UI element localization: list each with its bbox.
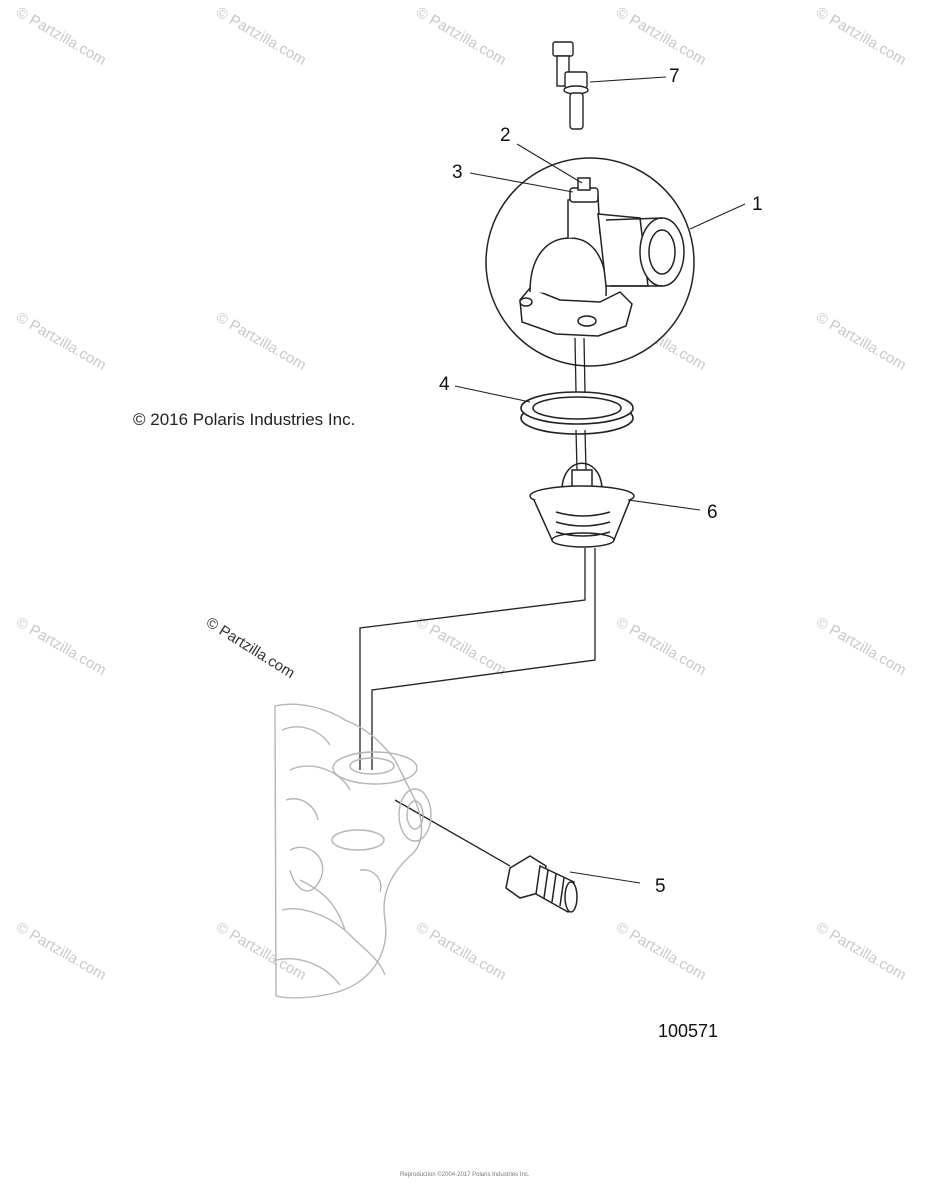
- watermark: © Partzilla.com: [413, 614, 509, 679]
- watermark: © Partzilla.com: [213, 309, 309, 374]
- part-1-thermostat-housing: [485, 157, 695, 367]
- callout-6: 6: [707, 502, 718, 523]
- watermark: © Partzilla.com: [213, 4, 309, 69]
- watermark: © Partzilla.com: [13, 4, 109, 69]
- drawing-number: 100571: [658, 1021, 719, 1041]
- watermark: © Partzilla.com: [13, 919, 109, 984]
- callouts: 7 2 3 1 4 6 5: [439, 66, 763, 897]
- part-5-fitting: [505, 855, 578, 914]
- watermark: © Partzilla.com: [613, 919, 709, 984]
- watermark: © Partzilla.com: [13, 309, 109, 374]
- watermark: © Partzilla.com: [213, 919, 309, 984]
- engine-block: [274, 703, 432, 999]
- callout-7: 7: [669, 66, 680, 87]
- callout-4: 4: [439, 374, 450, 395]
- callout-5: 5: [655, 876, 666, 897]
- assembly-lines: [359, 337, 596, 867]
- watermark: © Partzilla.com: [613, 614, 709, 679]
- callout-leaders: [454, 76, 746, 884]
- copyright-text: © 2016 Polaris Industries Inc.: [133, 410, 356, 429]
- watermark: © Partzilla.com: [613, 4, 709, 69]
- watermark: © Partzilla.com: [413, 919, 509, 984]
- part-7-bolts: [552, 41, 589, 130]
- part-4-gasket: [520, 391, 634, 435]
- watermark: © Partzilla.com: [413, 4, 509, 69]
- watermarks: © Partzilla.com © Partzilla.com © Partzi…: [13, 4, 909, 984]
- part-6-thermostat: [529, 462, 635, 548]
- callout-3: 3: [452, 162, 463, 183]
- footer-text: Reproduction ©2004-2017 Polaris Industri…: [400, 1172, 530, 1178]
- watermark: © Partzilla.com: [813, 309, 909, 374]
- watermark: © Partzilla.com: [13, 614, 109, 679]
- callout-1: 1: [752, 194, 763, 215]
- watermark: © Partzilla.com: [813, 919, 909, 984]
- watermark: © Partzilla.com: [813, 614, 909, 679]
- callout-2: 2: [500, 125, 511, 146]
- watermark: © Partzilla.com: [813, 4, 909, 69]
